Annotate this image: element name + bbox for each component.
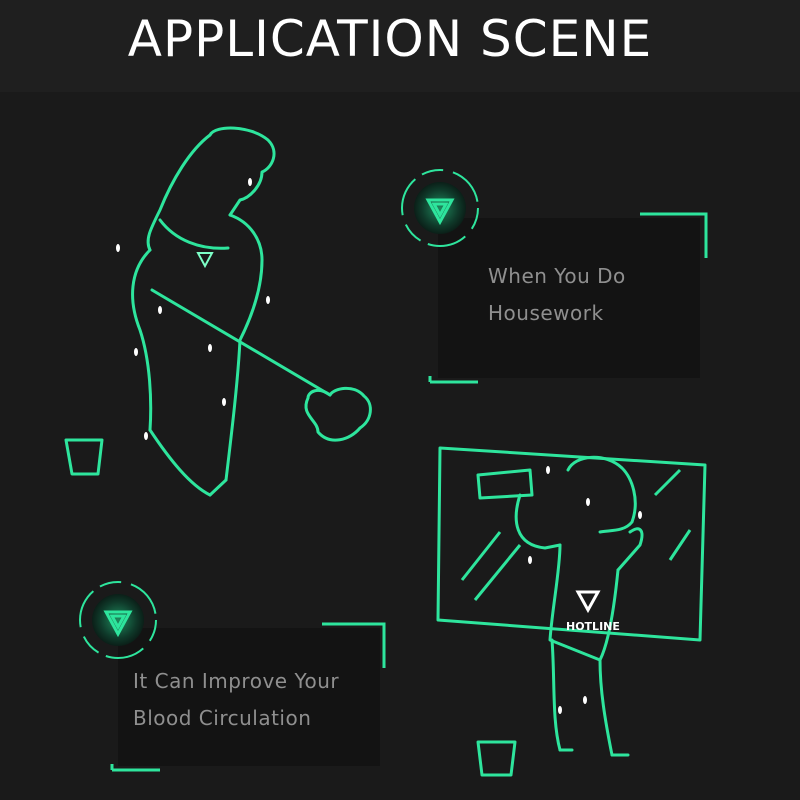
panel-1-accents	[428, 212, 708, 384]
caption-text: It Can Improve Your Blood Circulation	[133, 663, 339, 737]
caption-line: Blood Circulation	[133, 706, 312, 730]
sweat-droplets	[116, 178, 642, 714]
shirt-brand-text: HOTLINE	[566, 620, 620, 633]
caption-text: When You Do Housework	[488, 258, 626, 332]
caption-panel-housework: When You Do Housework	[438, 218, 700, 378]
woman-mopping-illustration	[64, 126, 372, 497]
caption-line: It Can Improve Your	[133, 669, 340, 693]
hotline-logo-icon	[401, 169, 479, 247]
panel-2-accents	[110, 622, 386, 772]
caption-line: Housework	[488, 301, 604, 325]
page-title: APPLICATION SCENE	[127, 10, 653, 68]
man-cleaning-illustration	[476, 455, 644, 777]
header-band	[0, 0, 800, 92]
man-shirt-logo-icon	[575, 590, 601, 614]
hotline-logo-icon	[79, 581, 157, 659]
caption-line: When You Do	[488, 264, 626, 288]
window-frame	[436, 446, 707, 642]
woman-chest-logo-icon	[196, 252, 214, 269]
caption-panel-circulation: It Can Improve Your Blood Circulation	[118, 628, 380, 766]
